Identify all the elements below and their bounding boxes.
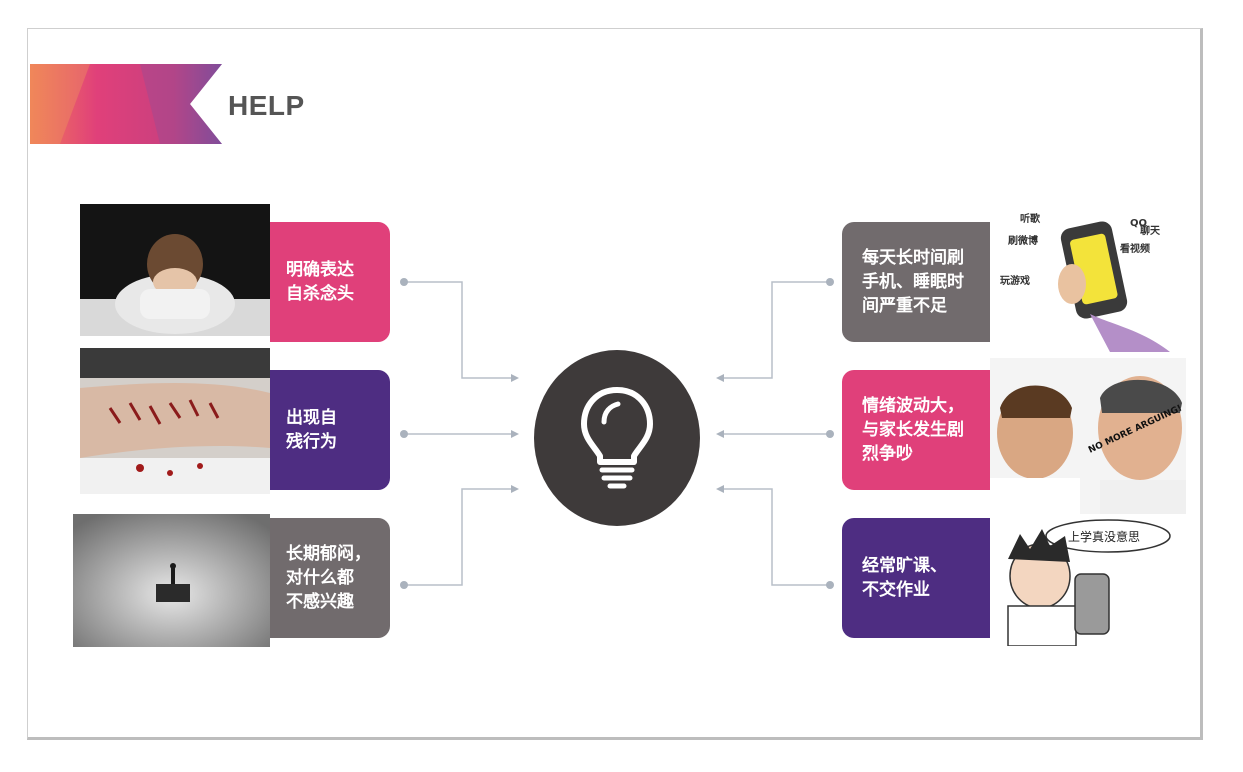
card-label: 长期郁闷， 对什么都 不感兴趣: [286, 544, 371, 612]
card-long-term-depression: 长期郁闷， 对什么都 不感兴趣: [270, 518, 390, 638]
lightbulb-icon: [581, 387, 653, 489]
card-self-harm: 出现自 残行为: [270, 370, 390, 490]
word-video: 看视频: [1120, 242, 1150, 255]
word-weibo: 刷微博: [1008, 234, 1038, 247]
word-qq: QQ: [1130, 218, 1147, 229]
word-chat: 聊天: [1140, 224, 1161, 237]
card-phone-overuse: 每天长时间刷 手机、睡眠时 间严重不足: [842, 222, 990, 342]
illustration-parent-argument: NO MORE ARGUING!: [990, 358, 1186, 514]
photo-distressed-person: [80, 204, 270, 336]
photo-lonely-figure: [73, 514, 270, 647]
card-skipping-school: 经常旷课、 不交作业: [842, 518, 990, 638]
card-mood-swings: 情绪波动大， 与家长发生剧 烈争吵: [842, 370, 990, 490]
word-game: 玩游戏: [1000, 274, 1030, 287]
illustration-phone-addiction: 听歌 看视频 刷微博 玩游戏 QQ 聊天: [990, 204, 1180, 352]
word-listen-music: 听歌: [1020, 212, 1041, 225]
card-label: 出现自 残行为: [286, 408, 337, 452]
page-title: HELP: [228, 90, 305, 121]
card-label: 经常旷课、 不交作业: [862, 556, 947, 600]
card-suicidal-thoughts: 明确表达 自杀念头: [270, 222, 390, 342]
title-banner: [30, 64, 222, 144]
card-label: 每天长时间刷 手机、睡眠时 间严重不足: [862, 248, 964, 316]
photo-wounded-arm: [80, 348, 270, 494]
center-circle: [534, 350, 700, 526]
card-label: 明确表达 自杀念头: [286, 260, 354, 304]
speech-bubble-text: 上学真没意思: [1068, 529, 1140, 544]
card-label: 情绪波动大， 与家长发生剧 烈争吵: [862, 396, 964, 464]
illustration-bored-student: 上学真没意思: [990, 514, 1178, 646]
